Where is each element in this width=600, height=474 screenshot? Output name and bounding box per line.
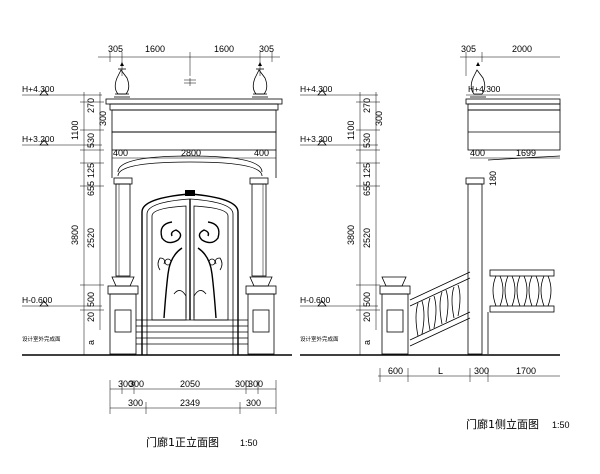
mid-ground-note: 设计室外完成面 (300, 335, 339, 343)
left-finial (114, 62, 130, 98)
side-bottom-dim-2: L (438, 366, 443, 376)
mid-dim-270: 270 (362, 98, 372, 113)
front-dim-655: 655 (86, 181, 96, 196)
mid-dim-530: 530 (362, 133, 372, 148)
front-level-top: H+4.300 (22, 84, 55, 94)
front-bottom-dim-3: 2050 (180, 379, 200, 389)
front-dim-3800: 3800 (70, 225, 80, 245)
front-dim-530: 530 (86, 133, 96, 148)
mid-inner-dim-a: a (362, 340, 372, 345)
front-level-low: H-0.600 (22, 295, 53, 305)
front-inner-dim-300: 300 (98, 111, 108, 126)
front-bottom-dim-1: 300 (118, 379, 133, 389)
front-top-dim-2: 1600 (145, 44, 165, 54)
side-top-dim-1: 305 (461, 44, 476, 54)
front-top-dim-1: 305 (108, 44, 123, 54)
mid-dim-2520: 2520 (362, 228, 372, 248)
side-arch-dim-2: 1699 (516, 148, 536, 158)
side-bottom-dim-3: 300 (474, 366, 489, 376)
mid-dim-20: 20 (362, 312, 372, 322)
front-bottom-dim-2: 300 (129, 379, 144, 389)
front-arch-dim-3: 400 (254, 148, 269, 158)
side-bottom-dim-4: 1700 (516, 366, 536, 376)
front-dim-270: 270 (86, 98, 96, 113)
front-scale: 1:50 (240, 438, 258, 448)
front-bottom2-dim-2: 2349 (180, 398, 200, 408)
front-elevation: 305 1600 1600 305 (22, 44, 292, 449)
front-title: 门廊1正立面图 (146, 435, 219, 449)
mid-dim-500: 500 (362, 292, 372, 307)
side-small-dim: 180 (488, 171, 498, 186)
front-top-dim-4: 305 (259, 44, 274, 54)
front-dim-125: 125 (86, 163, 96, 178)
front-bottom2-dim-3: 300 (246, 398, 261, 408)
mid-dim-3800: 3800 (346, 225, 356, 245)
front-inner-dim-a: a (86, 340, 96, 345)
right-finial (252, 62, 268, 98)
front-bottom-dim-4: 300 (235, 379, 250, 389)
middle-elevation: H+4.300 H+3.200 H-0.600 设计室外完成面 270 1100… (300, 84, 560, 356)
front-top-dim-3: 1600 (214, 44, 234, 54)
front-dim-2520: 2520 (86, 228, 96, 248)
mid-level-top: H+4.300 (300, 84, 333, 94)
mid-level-low: H-0.600 (300, 295, 331, 305)
front-dim-1100: 1100 (70, 121, 80, 140)
mid-dim-125: 125 (362, 163, 372, 178)
front-level-mid: H+3.200 (22, 134, 55, 144)
front-ground-note: 设计室外完成面 (22, 335, 61, 343)
side-level-top: H+4.300 (468, 84, 501, 94)
side-top-dim-2: 2000 (512, 44, 532, 54)
front-arch-dim-2: 2800 (181, 148, 201, 158)
side-arch-dim-1: 400 (470, 148, 485, 158)
mid-level-mid: H+3.200 (300, 134, 333, 144)
front-arch-dim-1: 400 (113, 148, 128, 158)
front-bottom-dim-5: 300 (248, 379, 263, 389)
mid-inner-dim-300: 300 (374, 111, 384, 126)
front-dim-500: 500 (86, 292, 96, 307)
mid-dim-655: 655 (362, 181, 372, 196)
mid-dim-1100: 1100 (346, 121, 356, 140)
side-bottom-dim-1: 600 (388, 366, 403, 376)
side-scale: 1:50 (552, 420, 570, 430)
side-title: 门廊1侧立面图 (466, 417, 539, 431)
front-dim-20: 20 (86, 312, 96, 322)
front-bottom2-dim-1: 300 (128, 398, 143, 408)
side-balusters (492, 275, 552, 307)
side-elevation: 305 2000 H+4.300 400 1699 180 (378, 44, 570, 431)
stair-balusters (415, 284, 461, 337)
